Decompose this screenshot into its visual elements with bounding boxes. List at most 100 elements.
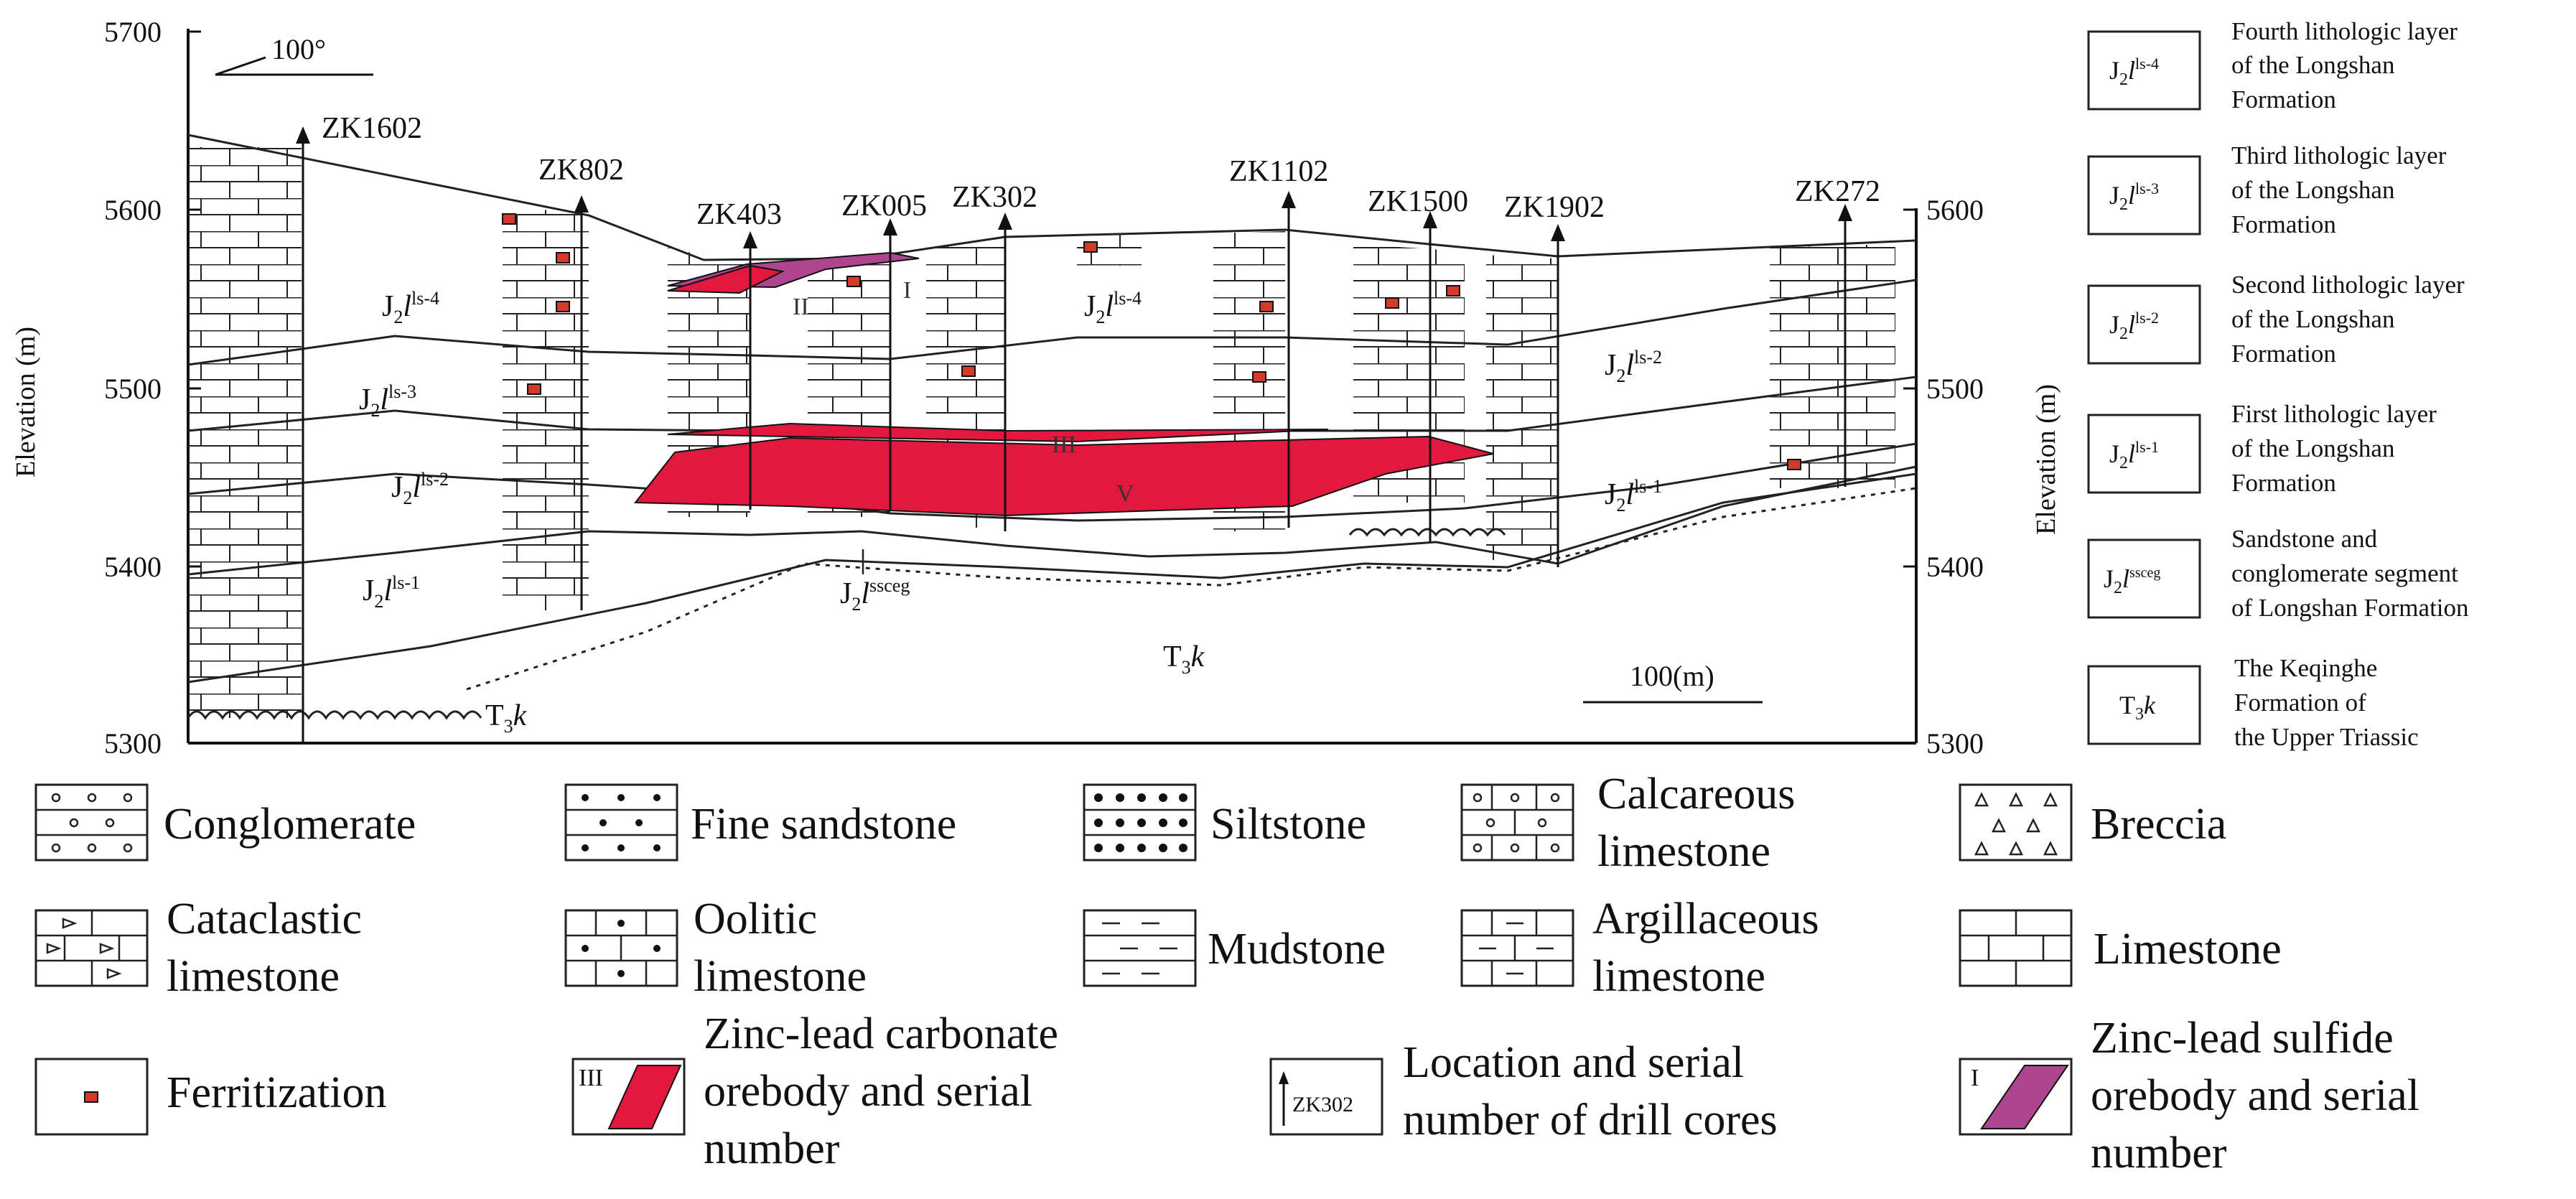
scale-bar-label: 100(m) [1630,660,1714,692]
orebody-label: V [1116,480,1134,507]
erosion-surface [1348,528,1506,537]
svg-text:limestone: limestone [694,952,867,1001]
svg-text:J2lls-1: J2lls-1 [2109,438,2159,472]
svg-text:Zinc-lead sulfide: Zinc-lead sulfide [2091,1014,2394,1063]
svg-text:Fourth lithologic layer: Fourth lithologic layer [2231,17,2458,45]
formation-labels: J2lls-4 J2lls-4 J2lls-3 J2lls-2 J2lls-2 … [359,288,1662,737]
svg-text:Second lithologic layer: Second lithologic layer [2231,271,2465,299]
legend-argillaceous-limestone: Argillaceous limestone [1460,895,1819,1001]
svg-text:Limestone: Limestone [2094,925,2282,974]
lithology-column [1486,255,1558,560]
right-tick-label: 5400 [1926,551,1984,583]
svg-text:of Longshan Formation: of Longshan Formation [2231,594,2469,622]
svg-text:of the Longshan: of the Longshan [2231,51,2394,79]
base-unconformity [466,487,1917,691]
formation-label-ls3: J2lls-3 [359,381,416,421]
svg-text:Third lithologic layer: Third lithologic layer [2231,141,2447,169]
left-tick-label: 5300 [104,727,162,760]
svg-text:limestone: limestone [1592,952,1765,1001]
drill-core-label: ZK005 [841,190,927,223]
drill-core-label: ZK403 [696,198,782,231]
drill-core-label: ZK1902 [1504,191,1605,224]
svg-text:ZK302: ZK302 [1292,1093,1353,1116]
svg-text:Zinc-lead carbonate: Zinc-lead carbonate [704,1009,1058,1058]
scale-bar: 100(m) [1583,660,1763,704]
right-tick-label: 5600 [1926,194,1984,226]
boundary-ls1-ssceg [187,465,1917,576]
stratigraphic-boundaries [187,134,1917,720]
boundary-ls3-ls2 [187,375,1917,439]
svg-text:I: I [1971,1065,1979,1091]
legend-carbonate-orebody: III Zinc-lead carbonate orebody and seri… [571,1009,1058,1173]
carbonate-orebody [667,264,785,294]
formation-legend-item: J2lls-3 Third lithologic layer of the Lo… [2087,141,2447,238]
svg-text:number: number [704,1124,840,1173]
legend-siltstone: Siltstone [1083,783,1366,862]
lithology-column [188,147,302,718]
boundary-ssceg-top [187,472,1917,684]
legend-oolitic-limestone: Oolitic limestone [564,895,867,1001]
drill-core-label: ZK302 [952,181,1037,214]
svg-text:number of drill cores: number of drill cores [1403,1096,1778,1144]
drill-core-label: ZK1102 [1229,155,1328,188]
legend-conglomerate: Conglomerate [34,783,416,862]
lithology-column [1770,244,1895,488]
formation-legend-item: J2lls-4 Fourth lithologic layer of the L… [2087,17,2458,113]
ground-surface [187,134,1917,261]
svg-text:orebody and serial: orebody and serial [2091,1071,2419,1120]
axes: 5700 5600 5500 5400 5300 5600 5500 5400 … [11,16,2061,760]
svg-text:of the Longshan: of the Longshan [2231,434,2394,462]
legend-calcareous-limestone: Calcareous limestone [1460,770,1795,876]
left-tick-label: 5400 [104,551,162,583]
svg-text:Location and serial: Location and serial [1403,1038,1744,1087]
erosion-surface [187,710,482,720]
lithology-legend: Conglomerate Fine sandstone Siltstone [34,770,2419,1177]
svg-text:Breccia: Breccia [2091,800,2226,849]
svg-text:limestone: limestone [167,952,340,1001]
formation-label-ls4: J2lls-4 [1084,288,1142,327]
svg-text:Siltstone: Siltstone [1210,800,1366,849]
formation-label-t3k: T3k [485,699,528,737]
formation-label-t3k: T3k [1163,640,1205,678]
svg-text:Formation: Formation [2231,210,2336,238]
drill-core-label: ZK1602 [322,112,422,145]
legend-mudstone: Mudstone [1083,909,1386,987]
legend-cataclastic-limestone: Cataclastic limestone [34,895,362,1001]
svg-text:Sandstone and: Sandstone and [2231,525,2378,553]
legend-sulfide-orebody: I Zinc-lead sulfide orebody and serial n… [1959,1014,2419,1177]
carbonate-orebody [667,422,1329,443]
svg-text:Formation: Formation [2231,85,2336,113]
svg-text:Formation: Formation [2231,469,2336,497]
left-tick-label: 5500 [104,373,162,405]
orebody-label: I [903,277,911,304]
legend-breccia: Breccia [1959,783,2226,862]
right-tick-label: 5300 [1926,727,1984,760]
svg-text:The Keqinghe: The Keqinghe [2234,654,2377,682]
svg-text:First lithologic layer: First lithologic layer [2231,400,2437,428]
svg-text:Formation of: Formation of [2234,689,2366,717]
svg-text:Cataclastic: Cataclastic [167,895,362,943]
legend-fine-sandstone: Fine sandstone [564,783,956,862]
svg-text:of the Longshan: of the Longshan [2231,305,2394,333]
boundary-ls4-ls3 [187,279,1917,366]
orebodies: II I III V [633,251,1494,517]
svg-text:Oolitic: Oolitic [694,895,817,943]
formation-label-ls1: J2lls-1 [363,572,420,612]
left-tick-label: 5600 [104,194,162,226]
svg-text:Ferritization: Ferritization [167,1068,386,1117]
svg-text:Fine sandstone: Fine sandstone [691,800,956,849]
svg-text:Mudstone: Mudstone [1208,925,1386,974]
left-axis-title: Elevation (m) [11,327,41,477]
drill-core-label: ZK1500 [1368,185,1468,218]
legend-limestone: Limestone [1959,909,2282,987]
formation-label-ssceg: J2lssceg [840,575,910,615]
svg-text:number: number [2091,1129,2227,1177]
legend-drill-location: ZK302 Location and serial number of dril… [1269,1038,1778,1144]
orebody-label: III [1052,431,1076,458]
right-axis-title: Elevation (m) [2031,384,2061,535]
lithology-column [503,205,589,610]
formation-legend-item: J2lssceg Sandstone and conglomerate segm… [2087,525,2469,622]
drill-core-label: ZK802 [538,154,624,187]
